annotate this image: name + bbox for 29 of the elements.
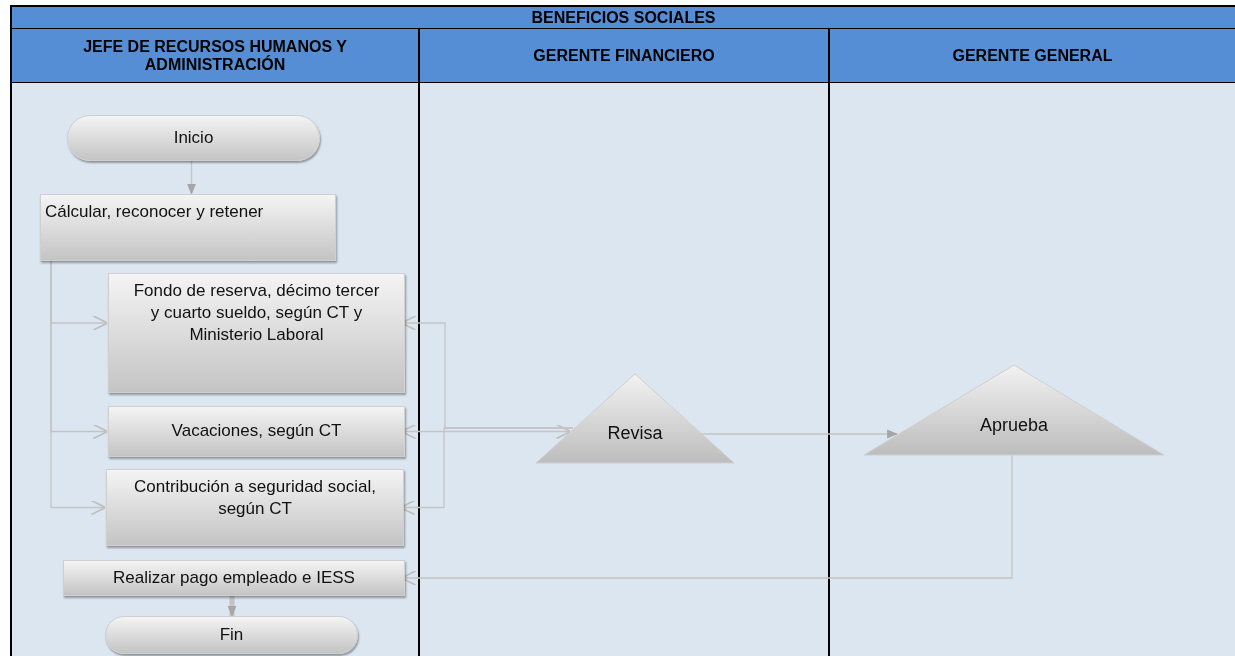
swimlane xyxy=(828,28,1235,656)
arrow xyxy=(699,429,899,439)
triangle-shape xyxy=(864,365,1164,455)
triangle-shape xyxy=(536,374,734,463)
node-label: Cálcular, reconocer y retener xyxy=(45,201,264,223)
lane-header: GERENTE FINANCIERO xyxy=(420,28,828,83)
arrow xyxy=(50,260,107,516)
process-box xyxy=(108,273,405,393)
process-box xyxy=(108,406,405,457)
terminator-pill xyxy=(67,115,320,161)
node-label: Inicio xyxy=(172,126,215,149)
node-label: Revisa xyxy=(606,423,664,444)
arrow xyxy=(187,160,196,196)
process-box xyxy=(40,194,336,261)
process-box xyxy=(106,469,404,546)
process-box xyxy=(63,560,405,596)
node-label: Realizar pago empleado e IESS xyxy=(112,566,356,589)
lane-header: JEFE DE RECURSOS HUMANOS Y ADMINISTRACIÓN xyxy=(12,28,418,83)
node-label: Aprueba xyxy=(978,415,1050,436)
terminator-pill xyxy=(105,616,358,654)
swimlane xyxy=(418,28,828,656)
swimlane xyxy=(10,28,418,656)
node-label: Vacaciones, según CT xyxy=(170,420,343,443)
node-label: Fin xyxy=(218,623,245,646)
title-band: BENEFICIOS SOCIALES xyxy=(10,5,1235,28)
node-label: Fondo de reserva, décimo tercer y cuarto sueldo, según CT y Ministerio Laboral xyxy=(132,280,381,347)
lane-header: GERENTE GENERAL xyxy=(830,28,1235,83)
arrow xyxy=(227,596,237,618)
node-label: Contribución a seguridad social, según CT xyxy=(133,476,377,521)
